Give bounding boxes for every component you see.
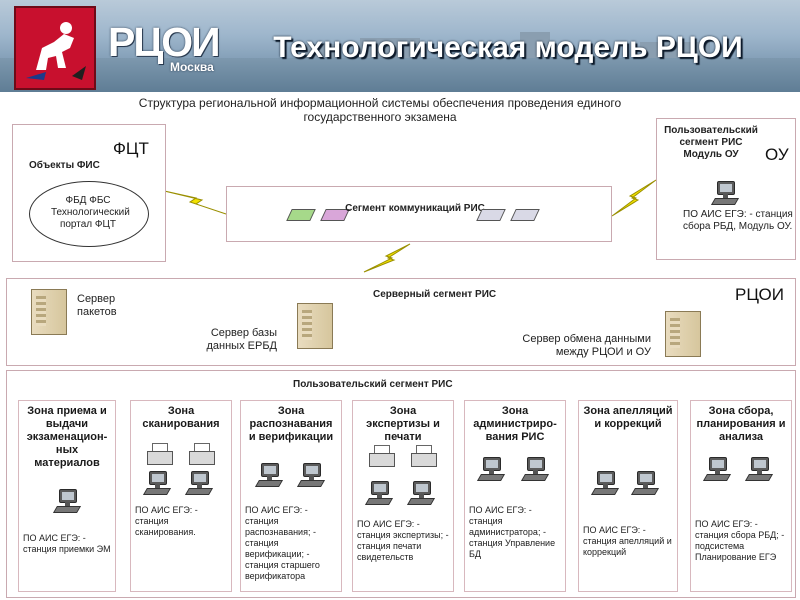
zone-collection: Зона сбора, планирования и анализа ПО АИ… [690,400,792,592]
workstation-icon [406,479,436,505]
zone-title: Зона администриро-вания РИС [473,405,557,443]
moscow-coat-of-arms-icon [14,6,96,90]
workstation-icon [364,479,394,505]
workstation-icon [520,455,550,481]
scanner-icon [187,443,215,467]
logo-subtext: Москва [170,60,214,74]
workstation-icon [52,487,82,513]
ou-block: Пользовательский сегмент РИС Модуль ОУ О… [656,118,796,260]
erbd-server-icon [297,303,333,349]
workstation-icon [254,461,284,487]
fct-corner-label: ФЦТ [113,139,149,158]
zone-reception: Зона приема и выдачи экзаменацион-ных ма… [18,400,116,592]
lightning-comm-ou-icon [611,179,657,217]
zone-note: ПО АИС ЕГЭ: - станция распознавания; - с… [245,505,320,581]
network-switch-icon [286,209,316,221]
background-river [0,58,800,92]
workstation-icon [702,455,732,481]
workstation-icon [710,179,740,205]
ou-title: Пользовательский сегмент РИС Модуль ОУ [664,125,758,160]
workstation-icon [744,455,774,481]
comm-segment-label: Сегмент коммуникаций РИС [345,203,485,214]
zone-title: Зона сканирования [142,405,220,430]
zone-note: ПО АИС ЕГЭ: - станция экспертизы; - стан… [357,519,449,562]
zone-title: Зона экспертизы и печати [366,405,440,443]
printer-icon [367,445,395,469]
comm-segment: Сегмент коммуникаций РИС [226,186,612,242]
workstation-icon [296,461,326,487]
package-server-label: Сервер пакетов [77,293,117,318]
lightning-fct-comm-icon [159,189,227,215]
erbd-server-label: Сервер базы данных ЕРБД [206,327,278,352]
exchange-server-label: Сервер обмена данными между РЦОИ и ОУ [522,333,651,358]
zone-note: ПО АИС ЕГЭ: - станция администратора; - … [469,505,556,559]
fis-objects-label: Объекты ФИС [29,160,100,171]
zone-note: ПО АИС ЕГЭ: - станция сканирования. [135,505,198,537]
zone-title: Зона распознавания и верификации [248,405,334,443]
network-switch-icon [476,209,506,221]
fis-objects-ellipse [29,181,149,247]
server-segment-title: Серверный сегмент РИС [373,289,497,300]
zone-note: ПО АИС ЕГЭ: - станция сбора РБД; - подси… [695,519,785,562]
workstation-icon [184,469,214,495]
user-segment-title: Пользовательский сегмент РИС [293,379,453,390]
workstation-icon [476,455,506,481]
zone-title: Зона сбора, планирования и анализа [696,405,786,443]
fct-block: ФЦТ Объекты ФИС ФБД ФБС Технологический … [12,124,166,262]
rcoi-corner-label: РЦОИ [735,285,784,304]
zone-appeals: Зона апелляций и коррекций ПО АИС ЕГЭ: -… [578,400,678,592]
workstation-icon [142,469,172,495]
package-server-icon [31,289,67,335]
ou-corner-label: ОУ [765,145,789,164]
page-title: Технологическая модель РЦОИ [273,31,743,64]
zone-recognition: Зона распознавания и верификации ПО АИС … [240,400,342,592]
printer-icon [409,445,437,469]
ou-software-note: ПО АИС ЕГЭ: - станция сбора РБД, Модуль … [683,209,793,232]
zone-expertise: Зона экспертизы и печати ПО АИС ЕГЭ: - с… [352,400,454,592]
zone-title: Зона апелляций и коррекций [583,405,673,430]
workstation-icon [630,469,660,495]
rcoi-logo: РЦОИ Москва [108,19,234,74]
workstation-icon [590,469,620,495]
zone-note: ПО АИС ЕГЭ: - станция приемки ЭМ [23,533,111,554]
zone-scanning: Зона сканирования ПО АИС ЕГЭ: - станция … [130,400,232,592]
fis-objects-list: ФБД ФБС Технологический портал ФЦТ [51,195,130,230]
network-switch-icon [510,209,540,221]
background-building [300,44,340,62]
logo-text: РЦОИ [108,19,221,65]
scanner-icon [145,443,173,467]
zone-title: Зона приема и выдачи экзаменацион-ных ма… [26,405,108,469]
exchange-server-icon [665,311,701,357]
background-building [640,42,710,62]
zone-administration: Зона администриро-вания РИС ПО АИС ЕГЭ: … [464,400,566,592]
zone-note: ПО АИС ЕГЭ: - станция апелляций и коррек… [583,525,672,557]
lightning-comm-server-icon [363,243,411,273]
diagram-subtitle: Структура региональной информационной си… [138,96,622,124]
background-building [520,32,550,62]
server-segment: Серверный сегмент РИС РЦОИ Сервер пакето… [6,278,796,366]
header-banner: РЦОИ Москва Технологическая модель РЦОИ [0,0,800,92]
